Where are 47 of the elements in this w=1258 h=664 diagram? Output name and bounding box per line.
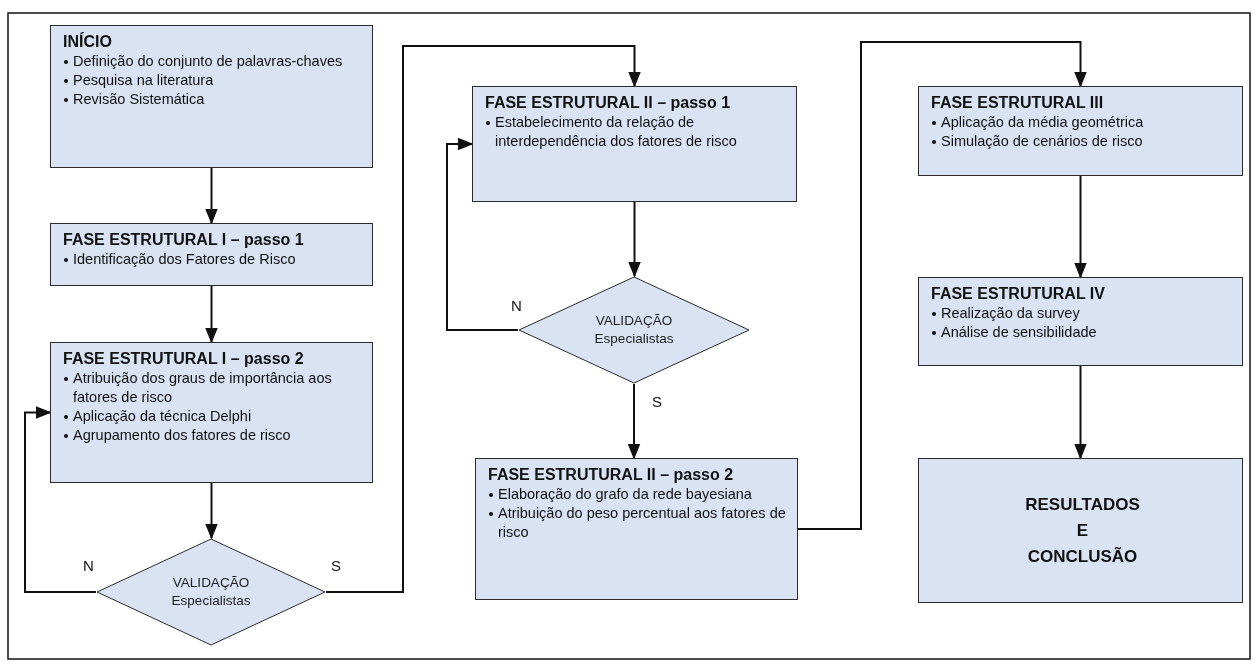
process-box [472,86,797,202]
box-title: FASE ESTRUTURAL I – passo 1 [63,230,305,250]
arrow [1074,365,1087,460]
arrow [205,482,218,540]
bullet-item: Agrupamento dos fatores de risco [63,426,364,445]
bullet-item: Aplicação da técnica Delphi [63,407,364,426]
box-title: INÍCIO [63,31,113,52]
process-box [918,458,1243,603]
arrow [628,201,641,278]
bullet-item: Pesquisa na literatura [63,71,364,90]
edge-label: N [510,298,523,314]
arrow [24,406,97,593]
bullet-item: Elaboração do grafo da rede bayesiana [488,485,789,504]
box-title: FASE ESTRUTURAL II – passo 1 [485,93,732,113]
box-title: FASE ESTRUTURAL II – passo 2 [488,465,735,485]
bullet-item: Identificação dos Fatores de Risco [63,250,364,269]
edge-label: S [651,394,663,410]
bullet-item: Realização da survey [931,304,1234,323]
edge-label: N [82,558,95,574]
bullet-item: Definição do conjunto de palavras-chaves [63,52,364,71]
process-box [475,458,798,600]
box-title: FASE ESTRUTURAL IV [931,284,1106,304]
arrow [797,41,1087,530]
edge-label: S [330,558,342,574]
bullet-item: Estabelecimento da relação de interdependência dos fatores de risco [485,113,788,151]
process-box [50,25,373,168]
box-title: RESULTADOS E CONCLUSÃO [1025,493,1140,568]
bullet-item: Atribuição dos graus de importância aos fatores de risco [63,369,364,407]
arrow [1074,175,1087,279]
bullet-item: Simulação de cenários de risco [931,132,1234,151]
decision-label: VALIDAÇÃO Especialistas [594,312,674,348]
arrow [446,137,519,331]
process-box [918,86,1243,176]
process-box [918,277,1243,366]
arrow [627,383,641,460]
arrow [205,167,218,225]
arrow [325,45,641,593]
process-box [50,342,373,483]
bullet-item: Análise de sensibilidade [931,323,1234,342]
box-title: FASE ESTRUTURAL III [931,93,1105,113]
decision-label: VALIDAÇÃO Especialistas [171,574,251,610]
bullet-item: Atribuição do peso percentual aos fatores de risco [488,504,789,542]
box-title: FASE ESTRUTURAL I – passo 2 [63,349,305,369]
bullet-item: Revisão Sistemática [63,90,364,109]
process-box [50,223,373,286]
bullet-item: Aplicação da média geométrica [931,113,1234,132]
arrow [205,285,218,344]
